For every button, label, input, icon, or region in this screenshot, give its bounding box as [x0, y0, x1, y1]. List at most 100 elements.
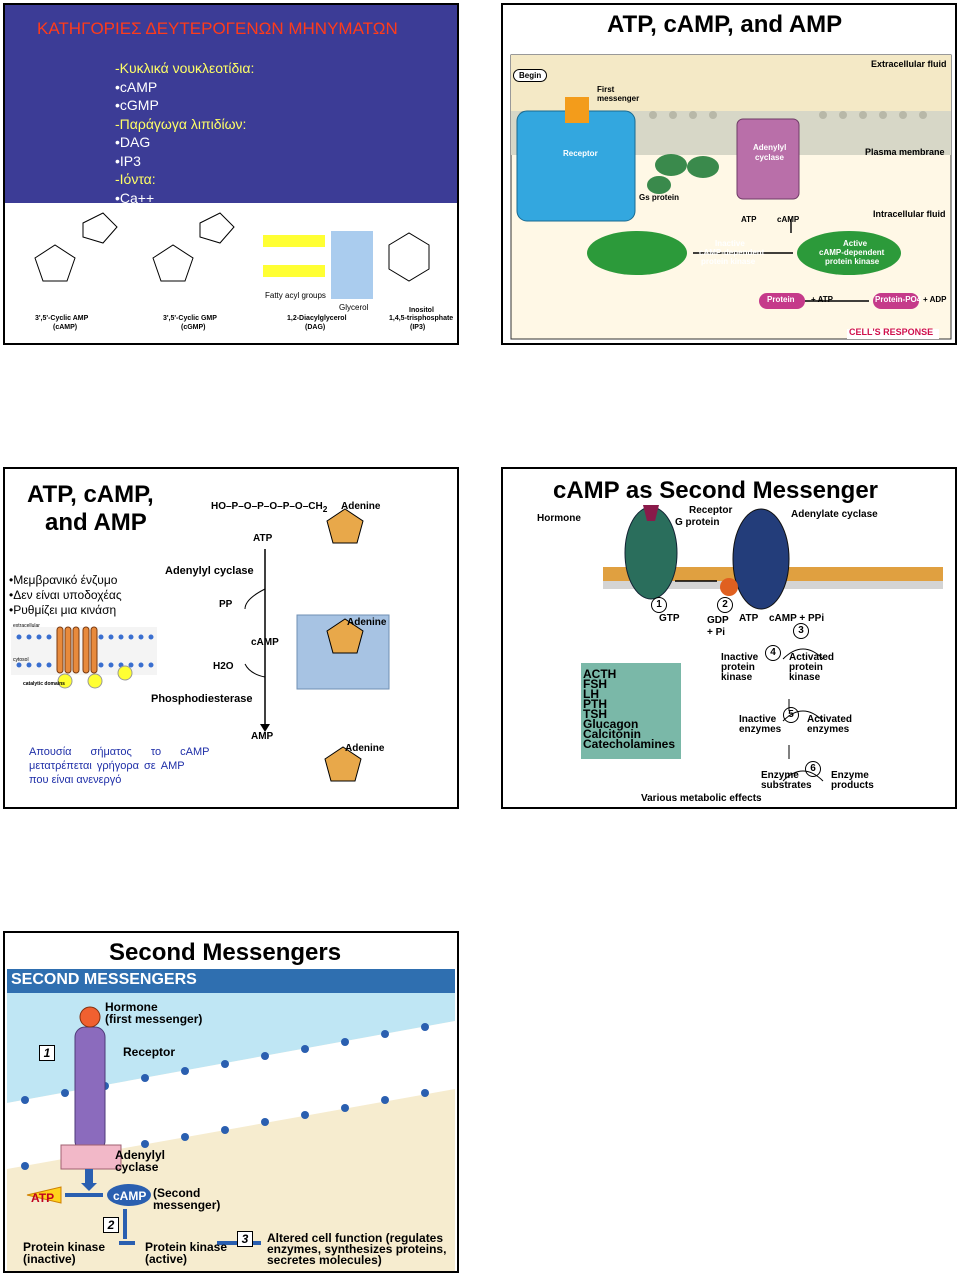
- slide3-title-1: ATP, cAMP,: [27, 481, 154, 508]
- slide-second-messengers: Second Messengers SECOND MESSENGERS Horm…: [3, 931, 459, 1273]
- slide1-fatty-label: Fatty acyl groups: [265, 291, 326, 300]
- slide2-plasma: Plasma membrane: [865, 147, 945, 157]
- slide4-step-3: 3: [793, 623, 809, 639]
- slide5-pk-active: Protein kinase (active): [145, 1241, 227, 1265]
- slide1-caption-cgmp: 3',5'-Cyclic GMP: [163, 315, 217, 322]
- slide5-adenylyl-2: cyclase: [115, 1160, 159, 1174]
- slide4-step-6: 6: [805, 761, 821, 777]
- slide1-line-6: •IP3: [115, 152, 141, 169]
- slide5-membrane-diagram: [7, 993, 455, 1271]
- slide4-gprotein: G protein: [675, 517, 720, 528]
- slide4-inactive-pk-2: protein: [721, 662, 755, 673]
- slide1-line-3: •cGMP: [115, 97, 159, 113]
- slide5-banner: [7, 969, 455, 993]
- slide4-inactive-pk: Inactive protein kinase: [721, 653, 758, 683]
- slide4-hormone-4: PTH: [583, 697, 607, 711]
- slide2-inactive-3: protein kinase: [701, 257, 756, 266]
- slide5-hormone: Hormone (first messenger): [105, 1001, 202, 1025]
- slide5-camp: cAMP: [113, 1189, 147, 1203]
- slide4-substrates-2: substrates: [761, 780, 812, 791]
- slide3-bullets: •Μεμβρανικό ένζυμο •Δεν είναι υποδοχέας …: [9, 573, 122, 618]
- slide1-caption-dag-abbr: (DAG): [305, 324, 326, 331]
- slide4-receptor: Receptor: [689, 505, 733, 516]
- slide3-atp-adenine: Adenine: [341, 501, 381, 512]
- slide4-step-2: 2: [717, 597, 733, 613]
- slide2-membrane-diagram: [510, 54, 952, 340]
- slide3-pp: PP: [219, 599, 233, 610]
- slide1-caption-camp-abbr: (cAMP): [53, 324, 78, 331]
- slide2-receptor: Receptor: [563, 149, 598, 158]
- slide2-response: CELL'S RESPONSE: [849, 327, 934, 337]
- slide4-substrates: Enzyme substrates: [761, 771, 812, 791]
- slide4-hormone-1: ACTH: [583, 667, 617, 681]
- slide1-line-4: -Παράγωγα λιπιδίων:: [115, 115, 247, 132]
- slide5-hormone-1: Hormone: [105, 1000, 158, 1014]
- slide4-hormone-list: ACTH FSH LH PTH TSH Glucagon Calcitonin …: [583, 667, 675, 750]
- slide3-bullet-3: •Ρυθμίζει μια κινάση: [9, 603, 117, 617]
- slide2-begin-tag: Begin: [513, 69, 548, 82]
- slide4-activated-pk-3: kinase: [789, 672, 821, 683]
- slide4-pi: + Pi: [707, 627, 726, 638]
- slide2-first-messenger-2: messenger: [597, 94, 640, 103]
- slide4-products-2: products: [831, 780, 874, 791]
- slide4-hormone-6: Glucagon: [583, 717, 639, 731]
- slide5-step-3: 3: [237, 1231, 253, 1247]
- slide1-title: ΚΑΤΗΓΟΡΙΕΣ ΔΕΥΤΕΡΟΓΕΝΩΝ ΜΗΝΥΜΑΤΩΝ: [37, 19, 398, 38]
- slide2-extracellular: Extracellular fluid: [871, 59, 947, 69]
- slide3-extracellular: extracellular: [13, 623, 40, 629]
- slide1-molecule-structures: [34, 212, 430, 299]
- slide5-pk-active-1: Protein kinase: [145, 1240, 228, 1254]
- slide2-plus-atp: + ATP: [811, 295, 834, 304]
- slide2-adenylyl-2: cyclase: [755, 153, 784, 162]
- slide5-altered: Altered cell function (regulates enzymes…: [267, 1231, 447, 1267]
- slide4-inactive-enz-1: Inactive: [739, 714, 777, 725]
- slide4-camp-pp: cAMP + PPi: [769, 613, 825, 624]
- slide4-inactive-pk-3: kinase: [721, 672, 753, 683]
- slide2-atp: ATP: [741, 215, 757, 224]
- slide2-active-3: protein kinase: [825, 257, 880, 266]
- slide3-note-1: Απουσία σήματος το cAMP: [29, 746, 210, 758]
- slide2-camp: cAMP: [777, 215, 800, 224]
- slide3-note: Απουσία σήματος το cAMP μετατρέπεται γρή…: [29, 745, 210, 787]
- slide4-inactive-pk-1: Inactive: [721, 652, 759, 663]
- slide2-first-messenger-1: First: [597, 85, 615, 94]
- slide-second-messenger-categories: ΚΑΤΗΓΟΡΙΕΣ ΔΕΥΤΕΡΟΓΕΝΩΝ ΜΗΝΥΜΑΤΩΝ -Κυκλι…: [3, 3, 459, 345]
- slide2-inactive-2: cAMP-dependent: [699, 248, 765, 257]
- slide3-bullet-1: •Μεμβρανικό ένζυμο: [9, 573, 118, 587]
- slide5-second-1: (Second: [153, 1186, 201, 1200]
- slide5-altered-3: secretes molecules): [267, 1253, 382, 1267]
- slide3-cytosol: cytosol: [13, 657, 29, 663]
- slide4-activated-enz: Activated enzymes: [807, 715, 852, 735]
- slide1-list: -Κυκλικά νουκλεοτίδια: •cAMP •cGMP -Παρά…: [115, 59, 254, 207]
- slide2-plus-adp: + ADP: [923, 295, 947, 304]
- slide5-pk-active-2: (active): [145, 1252, 188, 1266]
- slide1-line-2: •cAMP: [115, 78, 158, 95]
- slide2-inactive-1: Inactive: [715, 239, 745, 248]
- slide4-inactive-enz: Inactive enzymes: [739, 715, 781, 735]
- slide5-altered-1: Altered cell function (regulates: [267, 1231, 444, 1245]
- slide2-title: ATP, cAMP, and AMP: [607, 11, 843, 38]
- slide4-pathway-diagram: [581, 505, 943, 782]
- slide4-effects: Various metabolic effects: [641, 793, 762, 804]
- slide1-header-panel: [5, 5, 457, 203]
- slide4-activated-enz-1: Activated: [807, 714, 853, 725]
- slide4-hormone-7: Calcitonin: [583, 727, 642, 741]
- slide5-title: Second Messengers: [109, 939, 342, 966]
- slide3-pde: Phosphodiesterase: [151, 693, 253, 705]
- slide3-atp-label: ATP: [253, 533, 273, 544]
- slide4-activated-enz-2: enzymes: [807, 724, 850, 735]
- slide1-caption-dag: 1,2-Diacylglycerol: [287, 315, 347, 322]
- slide5-step-2: 2: [103, 1217, 119, 1233]
- slide2-gs: Gs protein: [639, 193, 680, 202]
- slide3-camp: cAMP: [251, 637, 279, 648]
- slide4-products: Enzyme products: [831, 771, 874, 791]
- slide5-altered-2: enzymes, synthesizes proteins,: [267, 1242, 447, 1256]
- slide1-caption-ip3-3: (IP3): [410, 324, 426, 331]
- slide5-hormone-2: (first messenger): [105, 1012, 203, 1026]
- slide4-products-1: Enzyme: [831, 770, 869, 781]
- slide2-active-1: Active: [843, 239, 868, 248]
- slide3-note-2: μετατρέπεται γρήγορα σε AMP: [29, 760, 185, 772]
- slide1-line-7: -Ιόντα:: [115, 171, 156, 187]
- slide3-camp-adenine: Adenine: [347, 617, 387, 628]
- slide5-banner-text: SECOND MESSENGERS: [11, 971, 197, 988]
